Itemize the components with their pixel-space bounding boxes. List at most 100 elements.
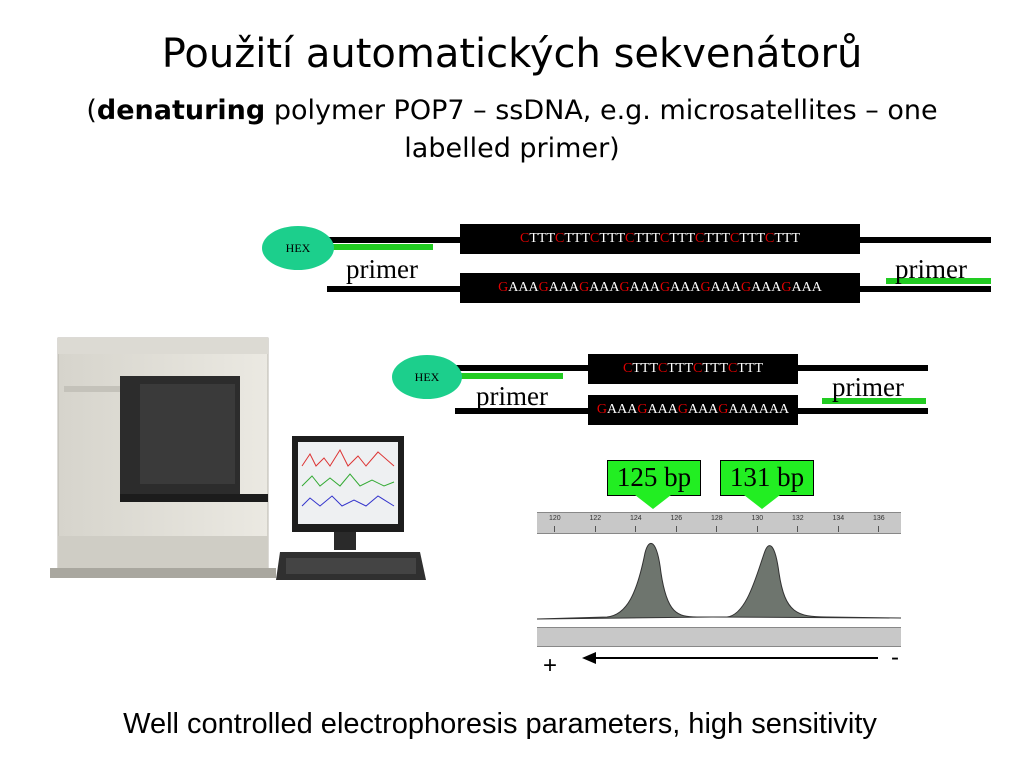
top-lower-seq-repeat-bases: AAA [791, 280, 822, 295]
top-lower-seq-repeat-bases: AAA [629, 280, 660, 295]
top-lower-seq-repeat-bases: AAA [548, 280, 580, 295]
ruler-tick-label: 132 [792, 515, 804, 522]
ruler-tick-label: 134 [832, 515, 845, 522]
bottom-upper-seq-repeat-bases: TTT [632, 361, 658, 376]
bottom-lower-seq-repeat-bases: AAA [758, 402, 790, 417]
bottom-lower-seq-repeat-bases: AAA [647, 402, 678, 417]
primer-label-left-bottom: primer [476, 381, 548, 411]
peak-label-131-arrow [744, 495, 780, 509]
top-lower-seq-repeat-bases: AAA [670, 280, 701, 295]
top-lower-seq-repeat-bases: AAA [589, 280, 620, 295]
top-upper-sequence: CTTTCTTTCTTTCTTTCTTTCTTTCTTTCTTT [460, 224, 860, 254]
ruler-tick-label: 130 [751, 515, 764, 522]
hex-label-tag: HEX [262, 226, 334, 270]
ruler-tick-mark [594, 526, 596, 532]
bottom-lower-seq-red-base: G [718, 402, 729, 417]
size-ruler: 120 122 124 126 128 130 132 134 136 [537, 512, 901, 534]
top-upper-seq-red-base: C [625, 231, 635, 246]
plus-sign: + [543, 652, 558, 679]
top-upper-seq-red-base: C [660, 231, 670, 246]
top-upper-seq-repeat-bases: TTT [669, 231, 695, 246]
top-lower-sequence: GAAAGAAAGAAAGAAAGAAAGAAAGAAAGAAA [460, 273, 860, 303]
top-upper-seq-repeat-bases: TTT [704, 231, 730, 246]
top-lower-seq-red-base: G [538, 280, 549, 295]
bottom-left-primer-line [455, 373, 563, 379]
top-upper-seq-red-base: C [730, 231, 740, 246]
top-left-primer-line [327, 244, 433, 250]
subtitle-open: ( [86, 95, 97, 126]
slide-caption: Well controlled electrophoresis paramete… [123, 708, 877, 740]
peak-label-125-arrow [635, 495, 671, 509]
ruler-tick-mark [554, 526, 555, 532]
top-lower-seq-red-base: G [619, 280, 630, 295]
bottom-lower-seq-repeat-bases: AAA [728, 402, 759, 417]
top-lower-seq-repeat-bases: AAA [508, 280, 539, 295]
ruler-tick-label: 124 [630, 515, 642, 522]
top-lower-seq-red-base: G [700, 280, 711, 295]
ruler-tick-mark [756, 526, 758, 532]
bottom-upper-seq-repeat-bases: TTT [702, 361, 728, 376]
sequencer-instrument-image [50, 337, 426, 580]
slide-title: Použití automatických sekvenátorů [161, 31, 863, 77]
top-lower-seq-repeat-bases: AAA [710, 280, 741, 295]
bottom-lower-seq-repeat-bases: AAA [687, 402, 719, 417]
top-upper-seq-red-base: C [590, 231, 600, 246]
ruler-tick-mark [635, 526, 636, 532]
top-lower-seq-repeat-bases: AAA [751, 280, 782, 295]
primer-label-left: primer [346, 254, 418, 284]
bottom-upper-seq-red-base: C [728, 361, 738, 376]
ruler-tick-label: 120 [549, 515, 561, 522]
top-lower-seq-red-base: G [781, 280, 792, 295]
top-upper-seq-repeat-bases: TTT [739, 231, 765, 246]
bottom-lower-seq-red-base: G [677, 402, 688, 417]
top-upper-seq-repeat-bases: TTT [529, 231, 555, 246]
subtitle-bold: denaturing [96, 95, 266, 126]
ruler-tick-label: 122 [589, 515, 602, 522]
peak-label-125-box: 125 bp [607, 460, 701, 496]
top-right-primer-line [886, 278, 991, 284]
hex-label-tag-bottom: HEX [392, 355, 462, 399]
top-lower-seq-red-base: G [579, 280, 590, 295]
peak-125 [537, 542, 713, 620]
top-upper-seq-red-base: C [555, 231, 565, 246]
top-lower-seq-red-base: G [660, 280, 671, 295]
migration-arrow [582, 652, 878, 664]
bottom-upper-seq-repeat-bases: TTT [667, 361, 693, 376]
top-upper-seq-repeat-bases: TTT [599, 231, 625, 246]
ruler-tick-mark [675, 526, 677, 532]
ruler-tick-mark [797, 526, 798, 532]
bottom-lower-sequence: GAAAGAAAGAAAGAAAAAA [588, 395, 798, 425]
peak-trace [537, 542, 901, 620]
slide-subtitle: (denaturing polymer POP7 – ssDNA, e.g. m… [40, 92, 984, 168]
peak-131 [711, 545, 901, 619]
top-lower-seq-red-base: G [740, 280, 752, 295]
top-upper-seq-repeat-bases: TTT [564, 231, 590, 246]
primer-label-right: primer [895, 254, 967, 284]
bottom-upper-seq-red-base: C [693, 361, 703, 376]
minus-sign: - [891, 644, 899, 671]
ruler-tick-label: 136 [873, 515, 885, 522]
top-lower-seq-red-base: G [498, 280, 509, 295]
subtitle-rest: polymer POP7 – ssDNA, e.g. microsatellit… [265, 95, 938, 164]
top-upper-seq-red-base: C [520, 231, 530, 246]
top-upper-seq-repeat-bases: TTT [774, 231, 800, 246]
bottom-lower-seq-red-base: G [637, 402, 648, 417]
bottom-lower-seq-repeat-bases: AAA [607, 402, 638, 417]
ruler-tick-mark [878, 526, 879, 532]
bottom-upper-seq-red-base: C [658, 361, 668, 376]
bottom-upper-seq-repeat-bases: TTT [737, 361, 763, 376]
top-upper-seq-red-base: C [765, 231, 775, 246]
baseline-bar [537, 627, 901, 647]
ruler-tick-label: 126 [670, 515, 683, 522]
bottom-lower-seq-red-base: G [596, 402, 608, 417]
bottom-upper-sequence: CTTTCTTTCTTTCTTT [588, 354, 798, 384]
top-upper-seq-repeat-bases: TTT [634, 231, 660, 246]
bottom-upper-seq-red-base: C [623, 361, 633, 376]
top-upper-seq-red-base: C [695, 231, 705, 246]
peak-label-131-box: 131 bp [720, 460, 814, 496]
bottom-right-primer-line [822, 398, 926, 404]
ruler-tick-mark [716, 526, 717, 532]
ruler-tick-mark [837, 526, 839, 532]
ruler-tick-label: 128 [711, 515, 723, 522]
primer-label-right-bottom: primer [832, 372, 904, 402]
